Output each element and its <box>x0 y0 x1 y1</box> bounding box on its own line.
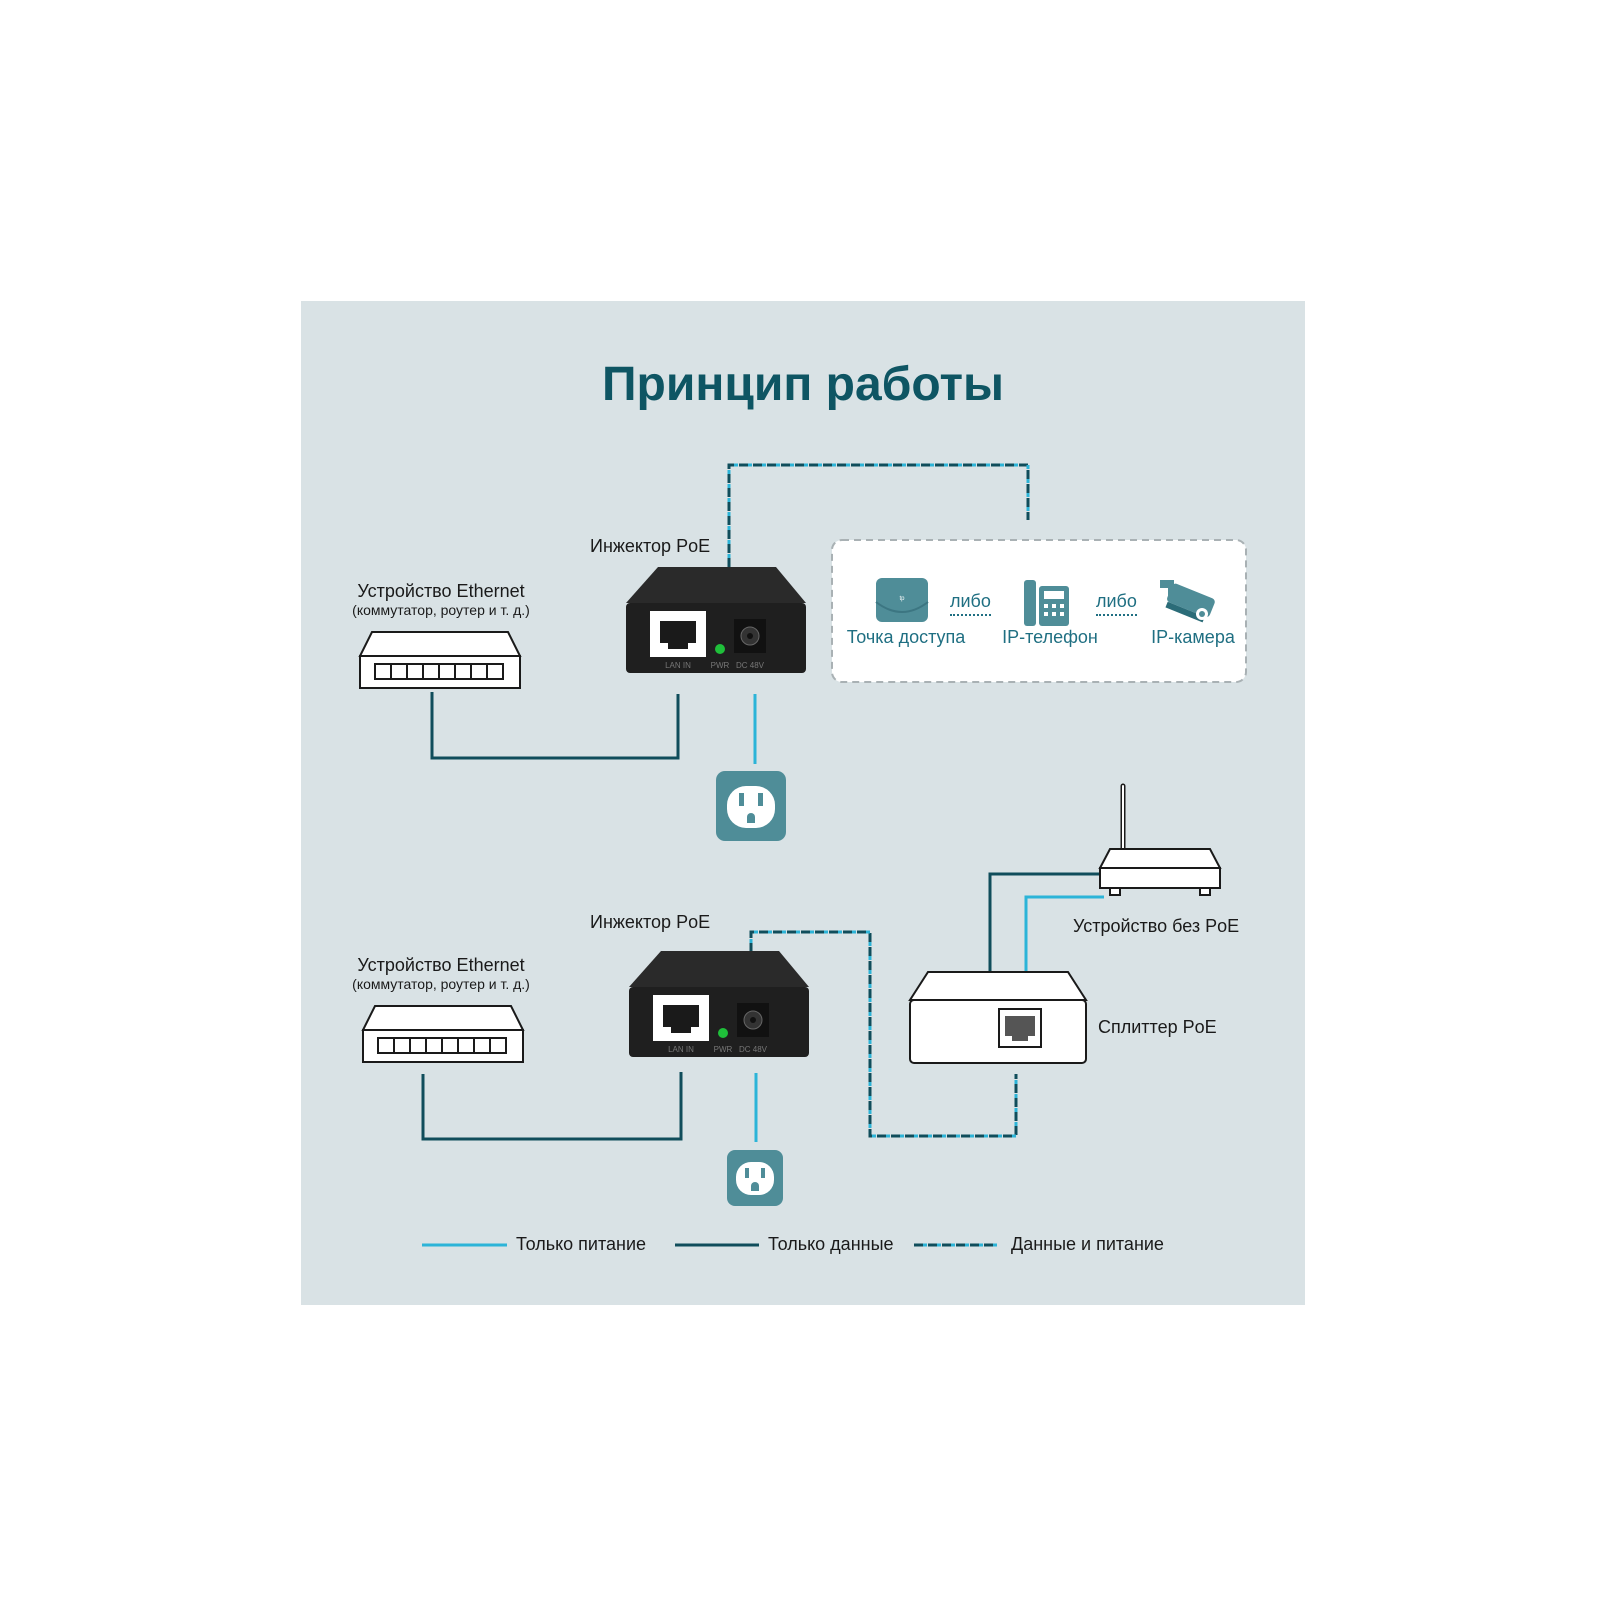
ethernet-switch-icon <box>361 1005 525 1063</box>
port-label-pwr: PWR <box>711 661 730 670</box>
port-label-lan: LAN IN <box>665 661 691 670</box>
ethernet-device-label-1: Устройство Ethernet <box>357 581 525 601</box>
scene1-connections <box>430 463 1030 764</box>
poe-splitter-icon <box>908 971 1088 1064</box>
ethernet-device-label-2: Устройство Ethernet <box>357 955 525 975</box>
either-label-2: либо <box>1096 591 1137 616</box>
page-title: Принцип работы <box>602 358 1004 411</box>
ip-camera-label: IP-камера <box>1151 627 1235 647</box>
power-outlet-icon <box>727 1150 783 1206</box>
data-only-line <box>988 872 1104 972</box>
scene2-connections <box>421 872 1104 1142</box>
ethernet-switch-icon <box>358 631 522 689</box>
legend-data-and-power: Данные и питание <box>1011 1234 1164 1254</box>
port-label-dc: DC 48V <box>739 1045 768 1054</box>
ethernet-device-sub-1: (коммутатор, роутер и т. д.) <box>352 602 530 618</box>
data-only-line <box>421 1072 683 1141</box>
power-outlet-icon <box>716 771 786 841</box>
poe-injector-icon: LAN IN PWR DC 48V <box>626 567 806 673</box>
ip-phone-icon <box>1024 580 1069 626</box>
access-point-icon: tp <box>875 578 929 622</box>
non-poe-device-label: Устройство без PoE <box>1073 916 1240 936</box>
ip-camera-icon <box>1160 580 1215 623</box>
injector-label-2: Инжектор PoE <box>590 912 711 932</box>
port-label-lan: LAN IN <box>668 1045 694 1054</box>
either-label-1: либо <box>950 591 991 616</box>
poe-injector-icon: LAN IN PWR DC 48V <box>629 951 809 1057</box>
data-and-power-line <box>749 930 1018 1138</box>
ip-phone-label: IP-телефон <box>1002 627 1098 647</box>
access-point-label: Точка доступа <box>846 627 966 647</box>
power-only-line <box>1024 895 1104 972</box>
port-label-pwr: PWR <box>714 1045 733 1054</box>
splitter-label: Сплиттер PoE <box>1098 1017 1217 1037</box>
ethernet-device-sub-2: (коммутатор, роутер и т. д.) <box>352 976 530 992</box>
data-only-line <box>430 692 680 760</box>
legend-data-only: Только данные <box>768 1234 894 1254</box>
router-icon <box>1098 783 1222 896</box>
legend-power-only: Только питание <box>516 1234 647 1254</box>
port-label-dc: DC 48V <box>736 661 765 670</box>
svg-text:tp: tp <box>899 596 905 602</box>
injector-label-1: Инжектор PoE <box>590 536 711 556</box>
